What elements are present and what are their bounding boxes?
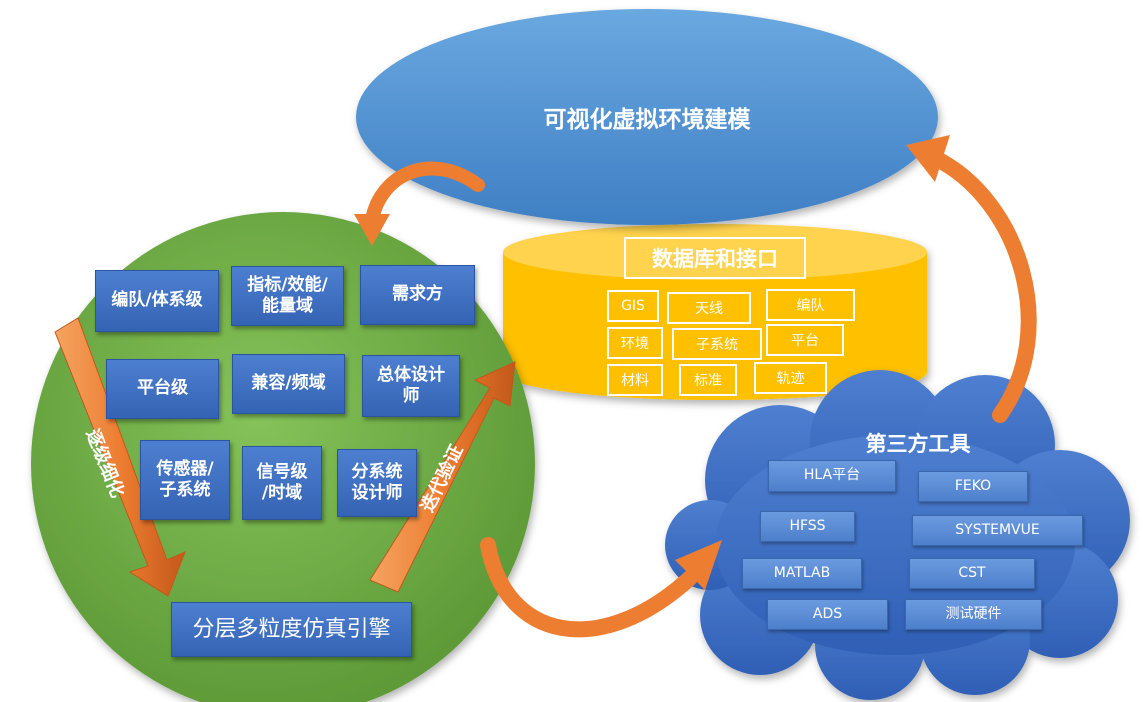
level-box-formation: 编队/体系级 xyxy=(95,270,219,332)
db-item-standard: 标准 xyxy=(679,364,737,396)
level-box-metrics: 指标/效能/ 能量域 xyxy=(231,266,344,326)
tool-feko: FEKO xyxy=(918,471,1028,502)
tool-cst: CST xyxy=(909,558,1035,589)
tool-matlab: MATLAB xyxy=(742,558,862,589)
level-box-signal: 信号级 /时域 xyxy=(242,446,322,520)
curved-arrow-to-modeling xyxy=(906,135,1037,423)
tool-systemvue: SYSTEMVUE xyxy=(912,515,1083,546)
level-box-subsystem-designer: 分系统 设计师 xyxy=(337,449,417,517)
modeling-title: 可视化虚拟环境建模 xyxy=(543,107,751,133)
level-box-platform: 平台级 xyxy=(106,359,219,419)
db-item-environment: 环境 xyxy=(607,327,663,359)
verify-arrow xyxy=(369,361,516,593)
tool-ads: ADS xyxy=(767,599,888,630)
curved-arrow-to-engine xyxy=(354,161,485,246)
db-item-platform: 平台 xyxy=(766,324,844,356)
tools-title: 第三方工具 xyxy=(865,432,971,456)
curved-arrow-to-tools xyxy=(480,537,722,638)
level-box-requirement: 需求方 xyxy=(360,265,475,325)
top-ellipse xyxy=(356,9,938,225)
db-item-antenna: 天线 xyxy=(667,292,751,324)
tool-hfss: HFSS xyxy=(760,511,855,542)
db-item-gis: GIS xyxy=(607,290,659,322)
level-box-sensor: 传感器/ 子系统 xyxy=(140,440,230,520)
level-box-chief-designer: 总体设计 师 xyxy=(362,355,460,417)
level-box-compat: 兼容/频域 xyxy=(232,354,345,414)
db-item-trajectory: 轨迹 xyxy=(754,362,827,394)
refine-arrow xyxy=(54,317,186,597)
db-item-subsystem: 子系统 xyxy=(672,328,762,360)
db-item-material: 材料 xyxy=(607,364,663,396)
db-item-formation: 编队 xyxy=(766,289,855,321)
tool-hla: HLA平台 xyxy=(768,460,896,492)
engine-label: 分层多粒度仿真引擎 xyxy=(171,602,412,657)
tool-test-hardware: 测试硬件 xyxy=(905,599,1042,630)
database-title: 数据库和接口 xyxy=(624,237,806,279)
